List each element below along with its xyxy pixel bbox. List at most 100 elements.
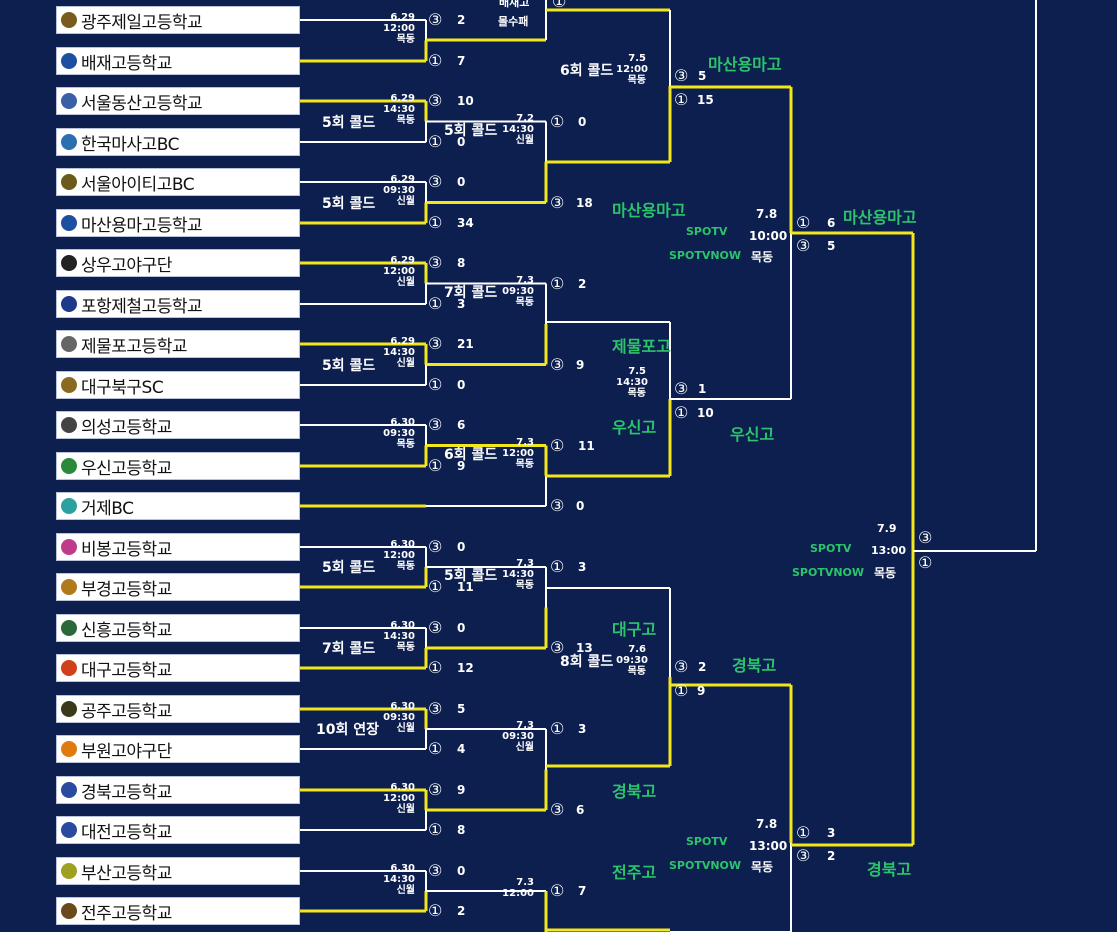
winner-label: 마산용마고 [843, 208, 917, 227]
team-box[interactable]: 배재고등학교 [56, 47, 300, 75]
condition-label: 5회 콜드 [322, 195, 376, 212]
team-name: 상우고야구단 [81, 255, 172, 276]
score: 6 [457, 418, 466, 432]
seed-mark: ① [428, 577, 443, 596]
score: 5 [698, 69, 707, 83]
team-box[interactable]: 대전고등학교 [56, 816, 300, 844]
team-box[interactable]: 전주고등학교 [56, 897, 300, 925]
match-date: 7.3 [516, 558, 534, 569]
team-box[interactable]: 부산고등학교 [56, 857, 300, 885]
team-box[interactable]: 서울아이티고BC [56, 168, 300, 196]
team-box[interactable]: 대구고등학교 [56, 654, 300, 682]
team-box[interactable]: 의성고등학교 [56, 411, 300, 439]
match-venue: 목동 [751, 250, 774, 264]
winner-label: 마산용마고 [708, 55, 782, 74]
score: 5 [827, 239, 836, 253]
team-box[interactable]: 광주제일고등학교 [56, 6, 300, 34]
condition-label: 6회 콜드 [444, 446, 498, 463]
team-box[interactable]: 상우고야구단 [56, 249, 300, 277]
seed-mark: ③ [428, 172, 443, 191]
team-box[interactable]: 한국마사고BC [56, 128, 300, 156]
horseshoe-icon [61, 134, 77, 150]
seed-mark: ① [428, 213, 443, 232]
match-date: 6.30 [390, 539, 415, 550]
match-time: 14:30 [502, 569, 534, 580]
team-name: 신흥고등학교 [81, 620, 172, 641]
score: 2 [457, 13, 466, 27]
seed-mark: ③ [428, 334, 443, 353]
broadcaster-label: SPOTV [686, 835, 728, 848]
crest-icon [61, 620, 77, 636]
match-time: 13:00 [749, 839, 788, 853]
seed-mark: ① [550, 111, 565, 131]
crest-icon [61, 377, 77, 393]
match-date: 6.30 [390, 701, 415, 712]
condition-label: 7회 콜드 [322, 641, 376, 657]
winner-label: 제물포고 [612, 336, 671, 356]
condition-label: 5회 콜드 [444, 568, 498, 584]
seed-mark: ① [428, 132, 443, 151]
seed-mark: ① [550, 273, 565, 293]
match-venue: 신월 [396, 196, 415, 207]
team-box[interactable]: 신흥고등학교 [56, 614, 300, 642]
match-venue: 신월 [396, 277, 415, 288]
seed-mark: ③ [428, 91, 443, 110]
seed-mark: ③ [428, 537, 443, 556]
score: 9 [457, 459, 466, 473]
team-box[interactable]: 포항제철고등학교 [56, 290, 300, 318]
crest-icon [61, 93, 77, 109]
crest-icon [61, 741, 77, 757]
crest-icon [61, 296, 77, 312]
seed-mark: ③ [918, 528, 933, 547]
seed-mark: ③ [428, 699, 443, 718]
team-box[interactable]: 경북고등학교 [56, 776, 300, 804]
match-time: 14:30 [502, 123, 534, 135]
team-name: 부원고야구단 [81, 741, 172, 762]
team-box[interactable]: 서울동산고등학교 [56, 87, 300, 115]
match-date: 6.30 [390, 782, 415, 793]
crest-icon [61, 417, 77, 433]
match-time: 14:30 [383, 631, 415, 642]
team-name: 의성고등학교 [81, 417, 172, 438]
match-venue: 목동 [396, 642, 415, 653]
team-box[interactable]: 거제BC [56, 492, 300, 520]
team-box[interactable]: 부경고등학교 [56, 573, 300, 601]
seed-mark: ① [674, 90, 689, 109]
match-time: 14:30 [383, 347, 415, 358]
team-name: 비봉고등학교 [81, 539, 172, 560]
seed-mark: ① [428, 294, 443, 313]
condition-label: 5회 콜드 [322, 114, 376, 131]
crest-icon [61, 863, 77, 879]
team-name: 포항제철고등학교 [81, 296, 203, 317]
match-time: 09:30 [502, 285, 534, 297]
seed-mark: ① [428, 456, 443, 475]
match-date: 7.5 [628, 53, 646, 64]
match-time: 12:00 [383, 793, 415, 804]
team-box[interactable]: 부원고야구단 [56, 735, 300, 763]
score: 0 [457, 864, 466, 878]
match-time: 09:30 [383, 185, 415, 196]
match-date: 6.29 [390, 336, 415, 347]
seed-mark: ① [428, 375, 443, 394]
winner-label: 경북고 [612, 782, 657, 801]
team-box[interactable]: 공주고등학교 [56, 695, 300, 723]
winner-label: 대구고 [612, 620, 657, 639]
team-box[interactable]: 제물포고등학교 [56, 330, 300, 358]
team-name: 배재고등학교 [81, 53, 172, 74]
match-time: 12:00 [502, 447, 534, 459]
match-time: 13:00 [871, 544, 907, 557]
match-time: 12:00 [383, 550, 415, 561]
crest-icon [61, 174, 77, 190]
score: 4 [457, 742, 466, 756]
match-venue: 신월 [515, 742, 534, 753]
team-box[interactable]: 우신고등학교 [56, 452, 300, 480]
team-box[interactable]: 비봉고등학교 [56, 533, 300, 561]
seed-mark: ③ [796, 846, 811, 865]
team-box[interactable]: 대구북구SC [56, 371, 300, 399]
team-box[interactable]: 마산용마고등학교 [56, 209, 300, 237]
match-time: 09:30 [383, 712, 415, 723]
forfeit-label: 몰수패 [498, 15, 529, 28]
score: 9 [576, 357, 585, 372]
score: 13 [576, 641, 593, 655]
score: 0 [457, 540, 466, 554]
